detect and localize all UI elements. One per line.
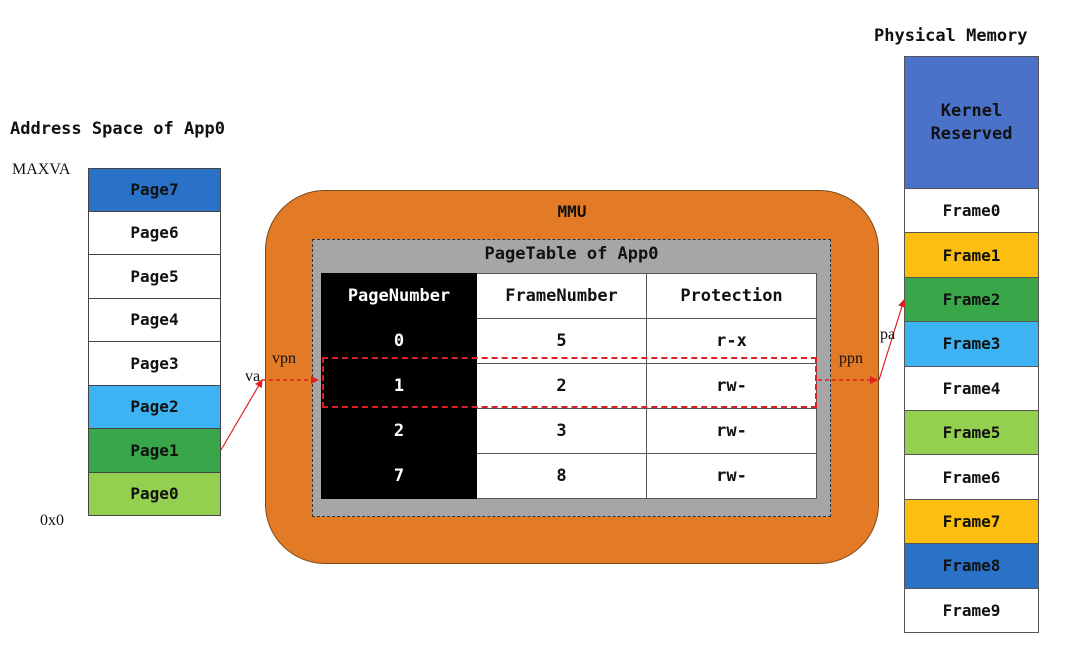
page-1: Page1 [88,429,221,473]
header-frame-number: FrameNumber [476,273,647,319]
frame-0: Frame0 [904,189,1039,234]
table-row: 0 5 r-x [321,318,817,364]
va-arrow [220,379,263,451]
kernel-reserved-block: Kernel Reserved [904,56,1039,189]
table-row: 1 2 rw- [321,363,817,409]
page-table-header-row: PageNumber FrameNumber Protection [321,273,817,319]
frame-9: Frame9 [904,588,1039,633]
page-4: Page4 [88,298,221,342]
frame-6: Frame6 [904,455,1039,500]
page-0: Page0 [88,472,221,516]
physical-memory-column: Kernel Reserved Frame0 Frame1 Frame2 Fra… [904,56,1039,633]
page-3: Page3 [88,342,221,386]
header-page-number: PageNumber [321,273,477,319]
frame-number-cell: 8 [476,453,647,499]
protection-cell: r-x [646,318,817,364]
pa-label: pa [880,326,896,343]
frame-number-cell: 5 [476,318,647,364]
frame-5: Frame5 [904,410,1039,456]
address-space-title: Address Space of App0 [10,119,225,139]
frame-1: Frame1 [904,233,1039,278]
page-5: Page5 [88,255,221,299]
page-6: Page6 [88,211,221,255]
frame-number-cell: 2 [476,363,647,409]
protection-cell: rw- [646,408,817,454]
frame-4: Frame4 [904,366,1039,411]
ppn-label: ppn [839,350,863,367]
reserved-label: Reserved [930,123,1013,144]
header-protection: Protection [646,273,817,319]
page-number-cell: 0 [321,318,477,364]
page-number-cell: 7 [321,453,477,499]
pa-arrow [878,299,906,381]
frame-2: Frame2 [904,277,1039,323]
page-7: Page7 [88,168,221,212]
frame-number-cell: 3 [476,408,647,454]
zero-address-label: 0x0 [40,512,64,529]
physical-memory-title: Physical Memory [874,26,1028,46]
page-2: Page2 [88,385,221,429]
mmu-label: MMU [557,202,587,221]
page-number-cell: 1 [321,363,477,409]
va-label: va [245,368,261,385]
frame-7: Frame7 [904,499,1039,545]
page-table-title: PageTable of App0 [484,244,659,264]
highlighted-row-outline [322,357,817,408]
frame-3: Frame3 [904,322,1039,367]
protection-cell: rw- [646,363,817,409]
address-space-column: Page7 Page6 Page5 Page4 Page3 Page2 Page… [88,168,221,516]
maxva-label: MAXVA [12,161,71,178]
frame-8: Frame8 [904,544,1039,589]
protection-cell: rw- [646,453,817,499]
table-row: 7 8 rw- [321,453,817,499]
vpn-label: vpn [272,350,296,367]
page-table: PageNumber FrameNumber Protection 0 5 r-… [321,273,817,499]
kernel-label: Kernel [940,100,1003,121]
